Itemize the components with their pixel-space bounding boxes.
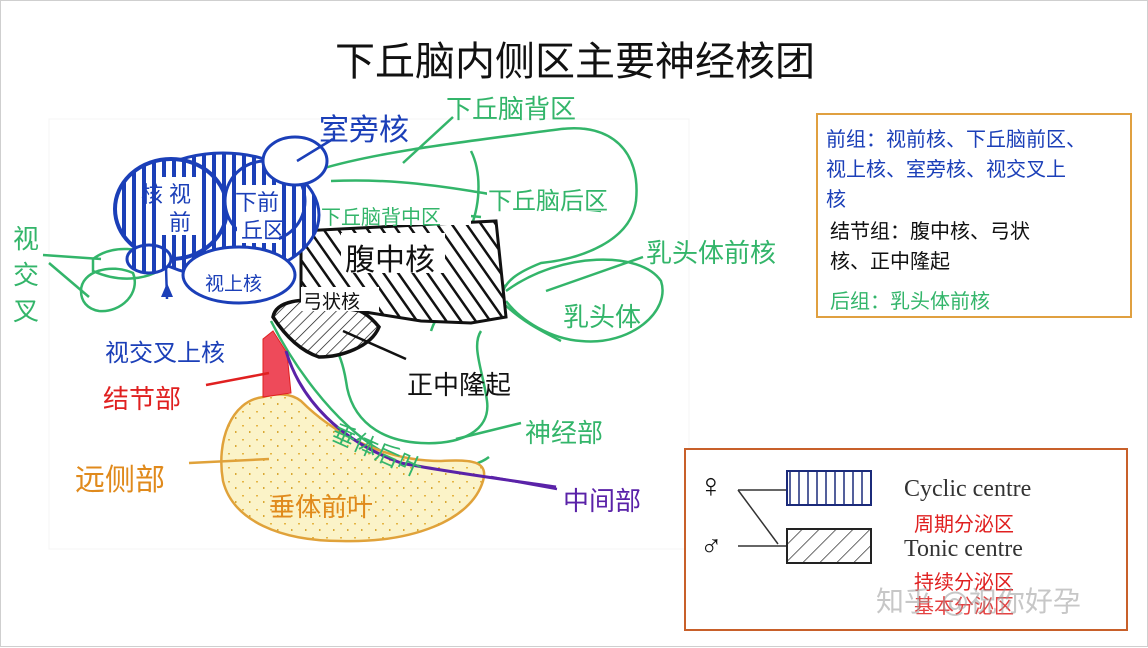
sco-arrow-head xyxy=(161,283,173,297)
cyclic-centre-swatch xyxy=(786,470,872,506)
female-symbol: ♀ xyxy=(698,468,724,505)
page-title: 下丘脑内侧区主要神经核团 xyxy=(335,39,815,85)
tonic-centre-en: Tonic centre xyxy=(904,536,1023,562)
label-preoptic-1: 视 xyxy=(169,183,192,208)
tonic-centre-cn-overlap: 基本分泌区 xyxy=(914,596,1014,618)
tonic-centre-cn: 持续分泌区 xyxy=(914,572,1014,594)
label-arcuate: 弓状核 xyxy=(303,291,361,313)
cyclic-centre-cn: 周期分泌区 xyxy=(914,514,1014,536)
label-ventromedial: 腹中核 xyxy=(345,243,435,278)
male-symbol: ♂ xyxy=(700,530,723,563)
nuclei-groups-box: 前组：视前核、下丘脑前区、 视上核、室旁核、视交叉上 核 结节组：腹中核、弓状 … xyxy=(816,113,1132,318)
cyclic-centre-en: Cyclic centre xyxy=(904,476,1032,502)
label-mammillary-body: 乳头体 xyxy=(563,303,642,333)
label-anterior-area-4: 区 xyxy=(263,219,286,244)
secretion-legend-box: ♀ ♂ Cyclic centre 周期分泌区 Tonic centre 持续分… xyxy=(684,448,1128,631)
label-optic-chiasm-2: 交 xyxy=(13,261,40,291)
label-anterior-pituitary: 垂体前叶 xyxy=(269,493,374,523)
anterior-area-label-bg xyxy=(237,185,279,243)
label-pars-intermedia: 中间部 xyxy=(563,487,642,517)
posterior-group-line-1: 后组：乳头体前核 xyxy=(830,289,990,313)
label-pars-nervosa: 神经部 xyxy=(525,419,604,449)
label-anterior-area-3: 前 xyxy=(257,191,280,216)
arcuate-label-bg xyxy=(301,287,379,311)
tuberal-group-line-2: 核、正中隆起 xyxy=(830,249,950,273)
anterior-pituitary-shape xyxy=(220,393,486,543)
label-optic-chiasm-1: 视 xyxy=(13,225,40,255)
watermark: 知乎 @祝你好孕 xyxy=(876,585,1081,618)
label-pars-distalis: 远侧部 xyxy=(75,463,165,498)
preoptic-label-bg xyxy=(161,177,201,235)
label-pars-tuberalis: 结节部 xyxy=(103,385,182,415)
label-preoptic-3: 核 xyxy=(141,183,164,208)
anterior-group-line-2: 视上核、室旁核、视交叉上 xyxy=(826,157,1066,181)
label-mammillary-anterior: 乳头体前核 xyxy=(646,239,777,269)
dorsomedial-label-bg xyxy=(321,201,471,225)
label-dorsomedial-area: 下丘脑背中区 xyxy=(321,205,441,229)
pars-tuberalis-shape xyxy=(262,330,292,398)
anterior-group-line-1: 前组：视前核、下丘脑前区、 xyxy=(826,127,1086,151)
label-preoptic-2: 前 xyxy=(169,211,192,236)
label-optic-chiasm-3: 叉 xyxy=(13,297,40,327)
label-paraventricular: 室旁核 xyxy=(319,113,409,148)
ventromedial-label-bg xyxy=(341,233,445,273)
label-supraoptic: 视上核 xyxy=(205,273,263,295)
label-suprachiasmatic: 视交叉上核 xyxy=(105,339,225,367)
label-posterior-area: 下丘脑后区 xyxy=(488,187,608,215)
tonic-centre-swatch xyxy=(786,528,872,564)
anterior-group-line-3: 核 xyxy=(826,187,846,211)
label-anterior-area-2: 丘 xyxy=(241,219,264,244)
tuberal-group-line-1: 结节组：腹中核、弓状 xyxy=(830,219,1030,243)
label-median-eminence: 正中隆起 xyxy=(407,371,512,401)
label-dorsal-area: 下丘脑背区 xyxy=(446,95,577,125)
posterior-label-bg xyxy=(487,183,627,211)
label-anterior-area-1: 下 xyxy=(235,191,258,216)
